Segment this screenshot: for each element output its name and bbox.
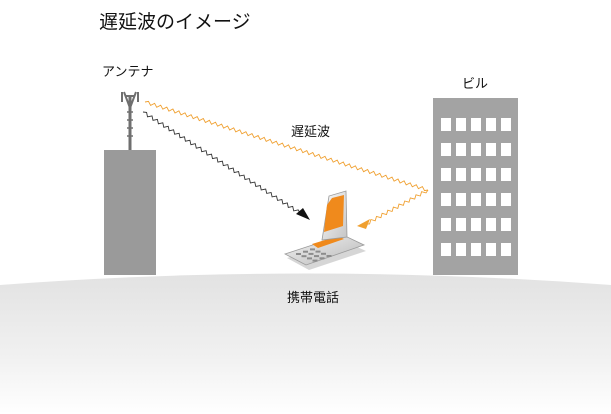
antenna-label: アンテナ <box>102 65 154 80</box>
building-window <box>441 118 451 131</box>
phone-key <box>310 248 315 251</box>
building-window <box>501 243 511 256</box>
phone-key <box>326 255 332 257</box>
building-window <box>486 168 496 181</box>
building-window <box>501 193 511 206</box>
page-title: 遅延波のイメージ <box>99 11 251 33</box>
building-window <box>486 243 496 256</box>
antenna-icon <box>121 91 139 150</box>
phone-key <box>321 252 326 255</box>
building-window <box>471 118 481 131</box>
building-window <box>501 168 511 181</box>
delayed-wave-arrowhead <box>357 219 370 229</box>
phone-key <box>303 250 308 253</box>
building-window <box>441 218 451 231</box>
building-window <box>456 193 466 206</box>
tower <box>104 150 156 275</box>
ground <box>0 273 611 414</box>
building-window <box>501 218 511 231</box>
building-window <box>456 143 466 156</box>
building-window <box>441 168 451 181</box>
building-window <box>471 143 481 156</box>
mobile-phone-icon <box>283 190 366 270</box>
phone-key <box>319 257 325 260</box>
phone-key <box>315 250 321 253</box>
phone-key <box>301 255 307 258</box>
building-window <box>486 193 496 206</box>
building-window <box>441 143 451 156</box>
phone-key <box>314 255 319 258</box>
building-window <box>471 218 481 231</box>
phone-key <box>312 259 318 262</box>
building-window <box>486 218 496 231</box>
building-window <box>471 168 481 181</box>
building-window <box>471 193 481 206</box>
building-window <box>486 118 496 131</box>
building-icon <box>433 98 518 275</box>
building-window <box>441 243 451 256</box>
delayed-wave-label: 遅延波 <box>291 125 331 140</box>
building-window <box>471 243 481 256</box>
building-window <box>456 118 466 131</box>
building-window <box>501 118 511 131</box>
phone-key <box>296 253 301 255</box>
building-window <box>456 243 466 256</box>
direct-wave-arrowhead <box>296 208 310 220</box>
building-window <box>501 143 511 156</box>
building-window <box>486 143 496 156</box>
building-label: ビル <box>462 77 489 92</box>
building-window <box>456 168 466 181</box>
delayed-wave <box>144 100 429 229</box>
direct-wave <box>142 111 310 220</box>
mobile-phone-label: 携帯電話 <box>287 291 340 306</box>
building-window <box>441 193 451 206</box>
building-window <box>456 218 466 231</box>
phone-key <box>308 252 314 255</box>
phone-key <box>307 257 312 260</box>
